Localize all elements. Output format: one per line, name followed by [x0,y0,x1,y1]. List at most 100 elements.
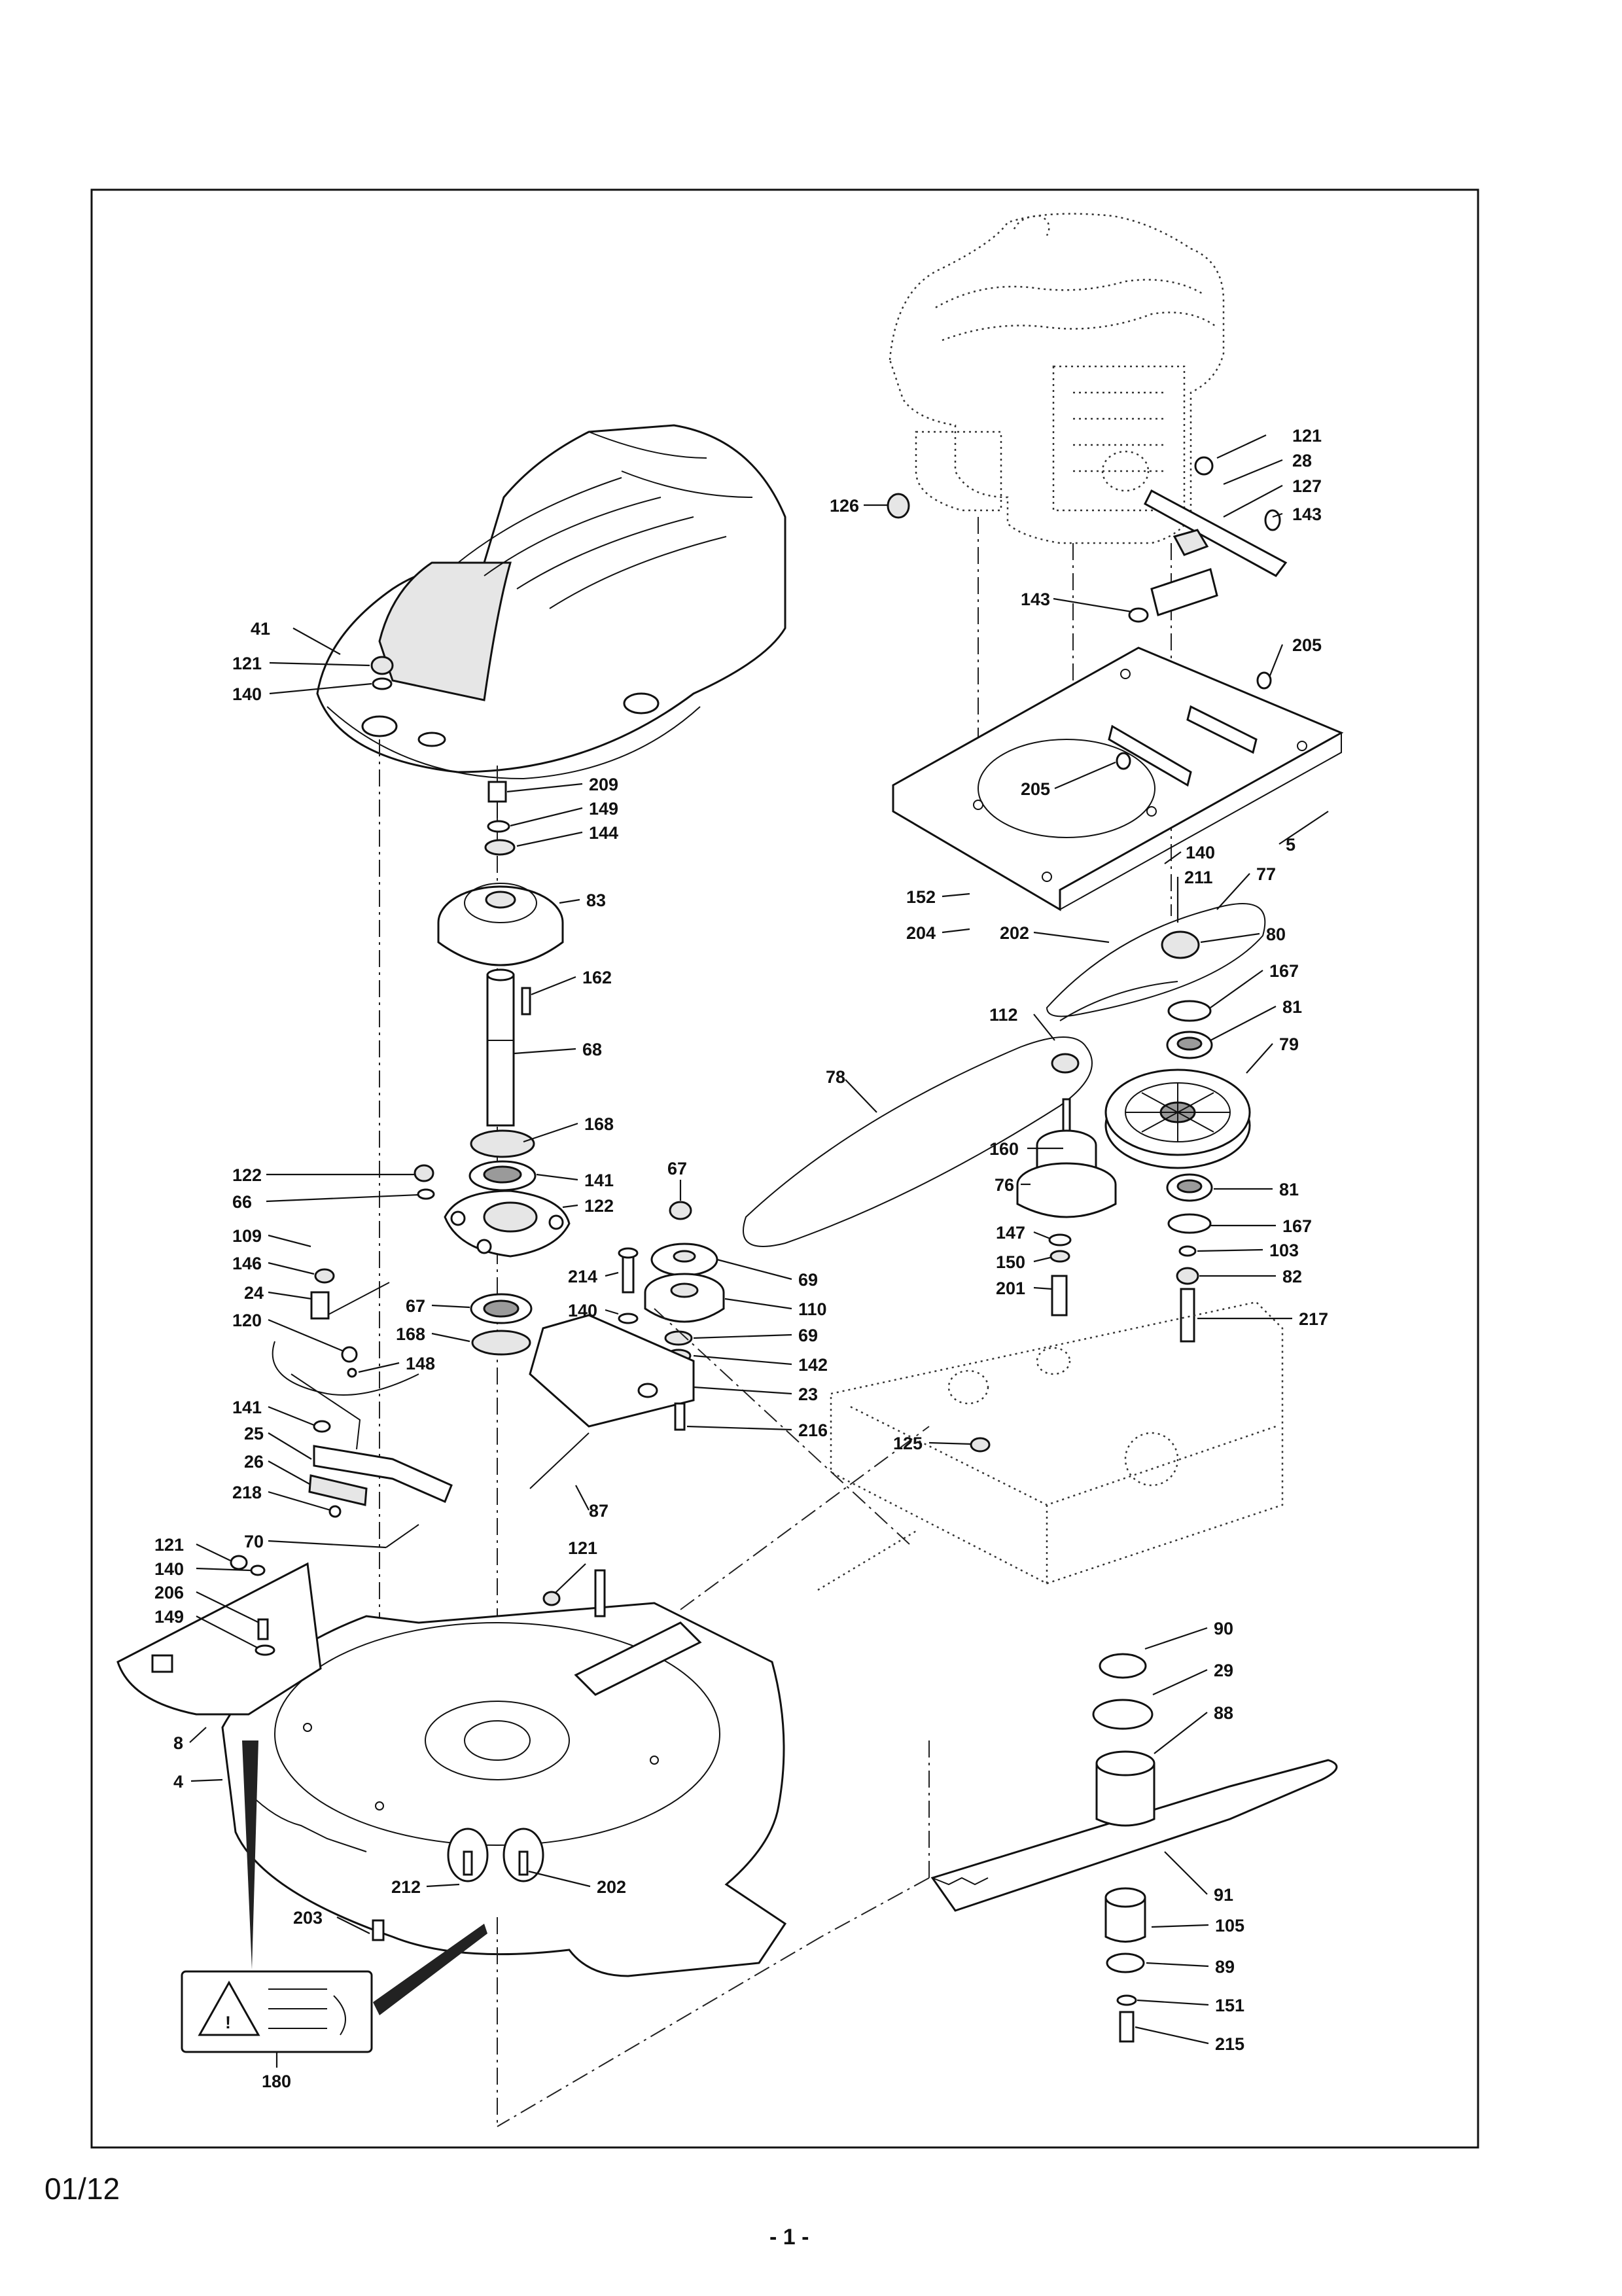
callout-label: 109 [232,1226,262,1246]
callout-label: 87 [589,1501,608,1521]
callout-label: 24 [244,1283,264,1303]
callout-label: 142 [798,1355,828,1375]
callout-label: 160 [989,1139,1019,1159]
callout-label: 121 [232,654,262,673]
callout-label: 41 [251,619,270,639]
callout-label: 29 [1214,1661,1233,1680]
brake-lever-icon [272,1268,453,1548]
callout-label: 147 [996,1223,1025,1243]
callout-label: 150 [996,1252,1025,1272]
callout-label: 149 [154,1607,184,1627]
callout-label: 81 [1279,1180,1299,1199]
callout-label: 68 [582,1040,602,1059]
callout-label: 126 [830,496,859,516]
callout-label: 212 [391,1877,421,1897]
callout-label: 148 [406,1354,435,1373]
callout-label: 83 [586,891,606,910]
callout-label: 215 [1215,2034,1244,2054]
engine-icon [889,213,1225,544]
callout-label: 152 [906,887,936,907]
blade-icon [930,1759,1338,1912]
callout-label: 141 [232,1398,262,1417]
callout-label: 209 [589,775,618,794]
callout-label: 4 [173,1772,183,1792]
pulley-icon [1104,1069,1251,1169]
callout-label: 122 [584,1196,614,1216]
callout-label: 216 [798,1421,828,1440]
callout-label: 168 [396,1324,425,1344]
callout-label: 144 [589,823,618,843]
callout-label: 140 [1186,843,1215,862]
callout-label: 90 [1214,1619,1233,1638]
callout-label: 140 [568,1301,597,1320]
callout-label: 77 [1256,864,1276,884]
callout-label: 168 [584,1114,614,1134]
hood-cover-icon [316,424,786,780]
callout-label: 121 [568,1538,597,1558]
callout-label: 5 [1286,835,1296,855]
callout-label: 26 [244,1452,264,1472]
callout-label: 78 [826,1067,845,1087]
callout-label: 103 [1269,1241,1299,1260]
pulley-icon [437,883,564,966]
callout-label: 89 [1215,1957,1235,1977]
bearing-housing-icon [444,1190,571,1258]
callout-label: 203 [293,1908,323,1928]
callout-label: 121 [154,1535,184,1555]
warning-triangle-icon: ! [181,1970,373,2053]
callout-label: 162 [582,968,612,987]
mounting-plate-icon [892,646,1344,911]
callout-label: 151 [1215,1996,1244,2015]
callout-label: 80 [1266,925,1286,944]
callout-label: 67 [406,1296,425,1316]
callout-label: 81 [1282,997,1302,1017]
callout-label: 28 [1292,451,1312,470]
mower-deck-icon [221,1602,787,1977]
pulley-icon [1016,1129,1117,1218]
callout-label: 205 [1292,635,1322,655]
callout-label: 143 [1292,504,1322,524]
callout-label: 204 [906,923,936,943]
idler-pulley-icon [644,1201,725,1363]
callout-label: 69 [798,1270,818,1290]
callout-label: 205 [1021,779,1050,799]
callout-label: 149 [589,799,618,819]
callout-label: 91 [1214,1885,1233,1905]
callout-label: 180 [262,2072,291,2091]
callout-label: 201 [996,1279,1025,1298]
callout-label: 140 [232,684,262,704]
document-date: 01/12 [44,2172,120,2206]
leader-lines [189,434,1329,2068]
chassis-icon [817,1301,1284,1591]
callout-label: 146 [232,1254,262,1273]
callout-label: 211 [1184,868,1213,887]
callout-label: 167 [1282,1216,1312,1236]
page-number: - 1 - [769,2225,809,2250]
callout-label: 82 [1282,1267,1302,1286]
svg-text:!: ! [225,2013,231,2032]
callout-labels: 121 28 127 143 126 143 205 205 5 41 121 … [154,426,1328,2091]
callout-label: 105 [1215,1916,1244,1935]
v-belt-icon [1046,903,1266,1021]
callout-label: 23 [798,1385,818,1404]
callout-label: 217 [1299,1309,1328,1329]
callout-label: 206 [154,1583,184,1602]
callout-label: 218 [232,1483,262,1502]
callout-label: 70 [244,1532,264,1551]
engine-bracket-icon [887,456,1288,623]
callout-label: 141 [584,1171,614,1190]
callout-label: 112 [989,1005,1018,1025]
callout-label: 25 [244,1424,264,1443]
callout-label: 67 [667,1159,687,1178]
callout-label: 79 [1279,1034,1299,1054]
callout-label: 88 [1214,1703,1233,1723]
callout-label: 127 [1292,476,1322,496]
callout-label: 140 [154,1559,184,1579]
callout-label: 202 [1000,923,1029,943]
callout-label: 120 [232,1311,262,1330]
callout-label: 202 [597,1877,626,1897]
callout-label: 121 [1292,426,1322,446]
callout-label: 110 [798,1299,827,1319]
callout-label: 167 [1269,961,1299,981]
